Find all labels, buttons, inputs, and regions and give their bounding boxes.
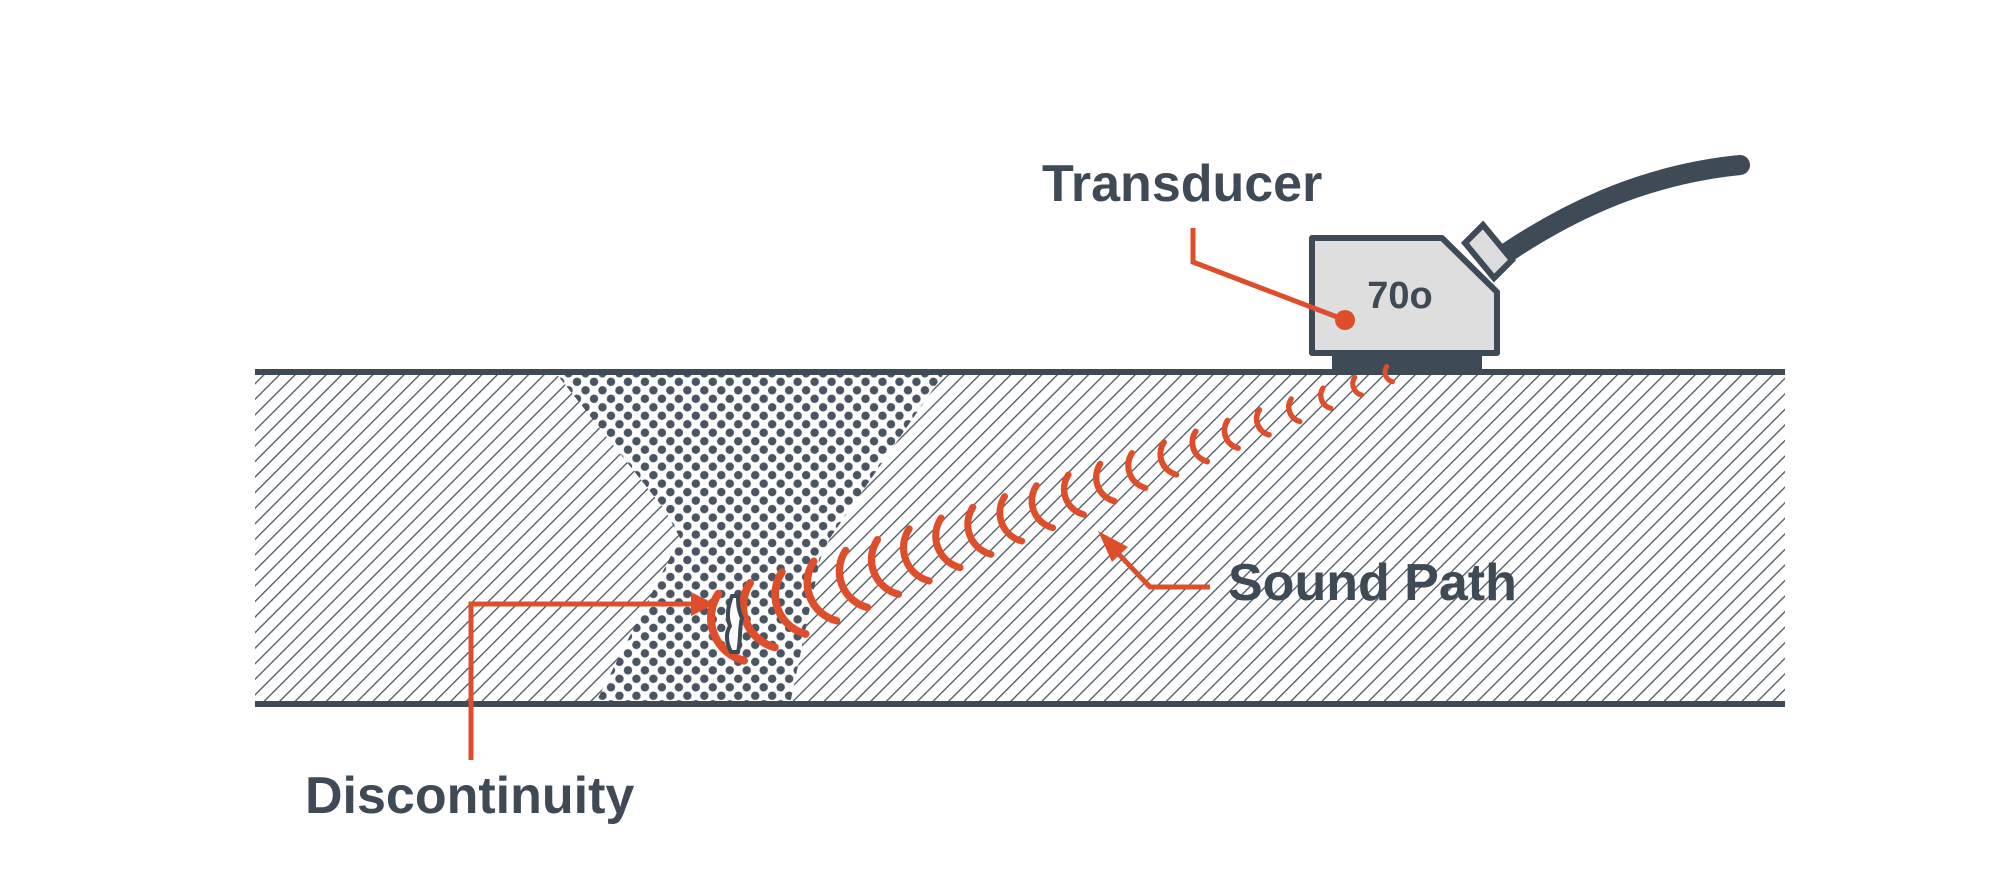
weld-zone (555, 372, 945, 704)
sound-wave-arc (1157, 439, 1180, 478)
sound-path-callout: Sound Path (1098, 531, 1517, 612)
sound-wave-arc (964, 503, 995, 558)
sound-wave-arc (867, 536, 903, 598)
sound-path-arrowhead (1098, 531, 1128, 562)
discontinuity-leader-line (468, 601, 695, 760)
sound-wave-arc (1028, 482, 1057, 532)
transducer-cable (1482, 155, 1750, 273)
discontinuity-arrowhead (691, 592, 715, 616)
sound-wave-arc (771, 568, 810, 638)
sound-path-label: Sound Path (1228, 554, 1517, 612)
transducer-housing (1309, 235, 1500, 356)
sound-wave-arc (1350, 374, 1365, 398)
sound-wave-arc (739, 579, 779, 652)
sound-wave-arc (996, 493, 1026, 545)
discontinuity-flaw (724, 594, 745, 654)
sound-wave-arc (707, 589, 748, 665)
discontinuity-callout: Discontinuity (305, 592, 715, 825)
sound-wave-arc (835, 546, 872, 612)
transducer-callout: Transducer (1042, 155, 1355, 330)
sound-wave-arc (1060, 471, 1087, 518)
discontinuity-label: Discontinuity (305, 767, 634, 825)
sound-wave-arc (1286, 396, 1303, 425)
sound-wave-arc (1189, 428, 1211, 465)
sound-path-leader-line (1108, 543, 1210, 590)
crack-flaw-icon (724, 594, 745, 654)
sound-wave-arc (1093, 460, 1118, 505)
sound-wave-arc (932, 514, 964, 572)
sound-wave-arc (1221, 417, 1241, 451)
transducer-leader-dot (1335, 310, 1355, 330)
transducer-wedge-base (1332, 353, 1482, 372)
transducer-leader-line (1190, 228, 1346, 323)
sound-wave-arc (1253, 407, 1272, 438)
sound-wave-arc (1318, 385, 1334, 411)
test-plate (255, 369, 1785, 707)
sound-wave-arc (803, 557, 841, 625)
angle-beam-transducer-icon: 70o (1309, 155, 1750, 372)
sound-path-waves (707, 364, 1395, 665)
transducer-connector (1460, 220, 1517, 283)
sound-wave-arc (900, 525, 933, 585)
transducer-label: Transducer (1042, 155, 1322, 213)
transducer-angle-label: 70o (1367, 275, 1432, 317)
sound-wave-arc (1125, 450, 1149, 491)
sound-wave-arc (1382, 364, 1395, 385)
